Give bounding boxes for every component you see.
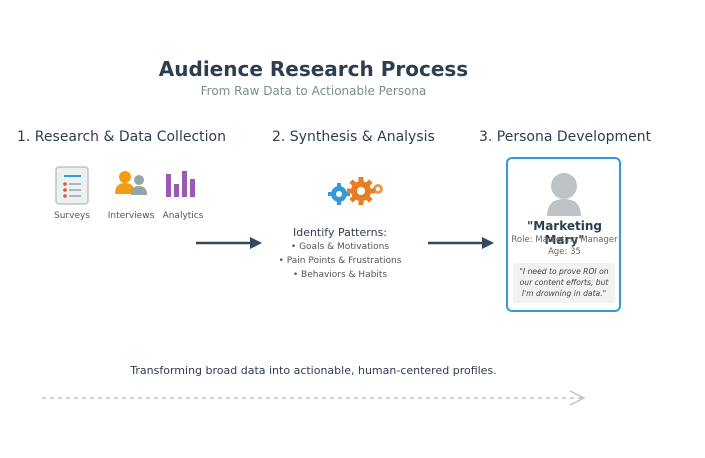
pattern-item-goals: • Goals & Motivations xyxy=(290,242,390,252)
pattern-item-pain-points: • Pain Points & Frustrations xyxy=(278,256,402,266)
stage-3-heading-clip: 3. Persona Development xyxy=(479,126,651,150)
source-label-interviews: Interviews xyxy=(107,211,155,221)
source-label-analytics: Analytics xyxy=(162,211,204,221)
bar-chart-icon xyxy=(166,171,195,197)
stage-1-heading: 1. Research & Data Collection xyxy=(17,129,226,145)
diagram-title: Audience Research Process xyxy=(158,57,469,81)
people-icon xyxy=(115,171,147,195)
dashed-progress-arrow xyxy=(42,390,586,406)
stage-2-heading: 2. Synthesis & Analysis xyxy=(272,129,435,145)
gears-icon xyxy=(328,177,383,205)
source-label-surveys: Surveys xyxy=(54,211,90,221)
arrow-stage1-to-stage2 xyxy=(196,237,262,249)
persona-age: Age: 35 xyxy=(548,247,581,257)
persona-role: Role: Marketing Manager xyxy=(511,235,618,245)
survey-clipboard-icon xyxy=(55,166,89,205)
patterns-heading: Identify Patterns: xyxy=(292,226,388,239)
arrow-stage2-to-stage3 xyxy=(428,237,494,249)
footer-caption: Transforming broad data into actionable,… xyxy=(130,364,497,377)
stage-3-heading: 3. Persona Development xyxy=(479,129,652,145)
persona-name: "Marketing Mary" xyxy=(527,219,602,247)
diagram-subtitle: From Raw Data to Actionable Persona xyxy=(200,84,427,98)
persona-quote: "I need to prove ROI on our content effo… xyxy=(513,263,615,303)
pattern-item-behaviors: • Behaviors & Habits xyxy=(292,270,388,280)
avatar-icon xyxy=(547,173,581,216)
